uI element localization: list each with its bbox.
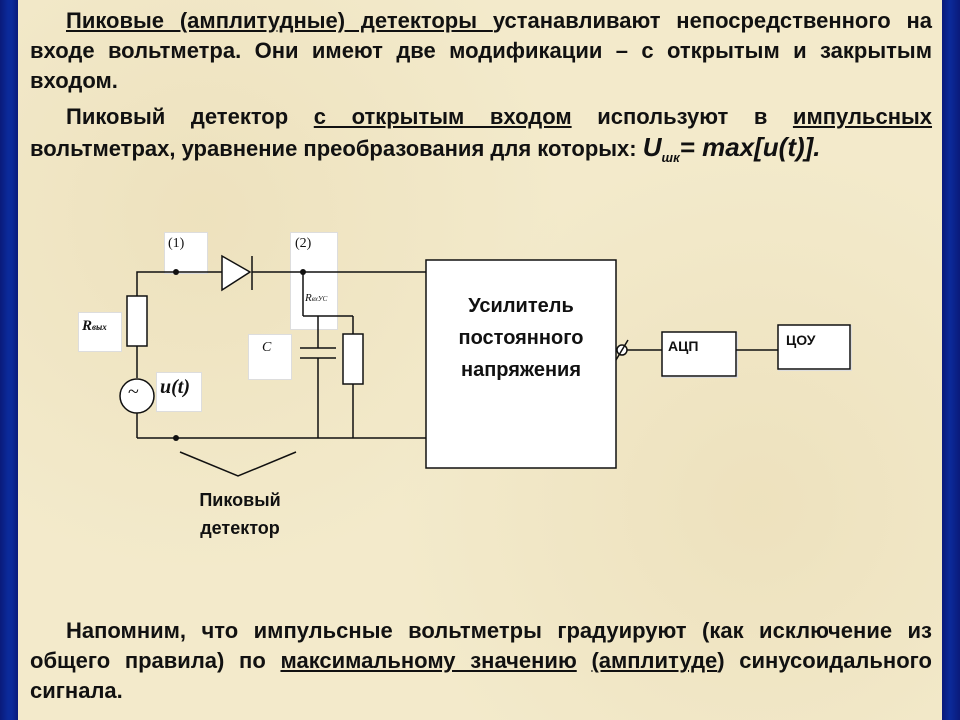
adc-label: АЦП: [668, 338, 699, 354]
paragraph-3: Напомним, что импульсные вольтметры град…: [30, 616, 932, 706]
paragraph-2-open-input: с открытым входом: [313, 104, 572, 129]
r-out-letter: R: [82, 318, 93, 334]
display-block: [777, 324, 851, 370]
formula-rest: = max[u(t)].: [679, 132, 821, 162]
paragraph-1: Пиковые (амплитудные) детекторы устанавл…: [30, 6, 932, 96]
paragraph-3-text-a: Напомним, что импульсные вольтметры град…: [30, 618, 932, 673]
adc-block: [661, 331, 737, 377]
source-label: u(t): [160, 376, 190, 399]
paragraph-3-space: [577, 648, 592, 673]
amplifier-line-2: постоянного: [458, 327, 584, 349]
paragraph-2-text-a: Пиковый детектор: [66, 104, 314, 129]
paragraph-2-text-b: используют в: [571, 104, 793, 129]
paragraph-2-text-c: вольтметрах, уравнение преобразования дл…: [30, 136, 643, 161]
paragraph-2: Пиковый детектор с открытым входом испол…: [30, 102, 932, 173]
detector-brace: [179, 451, 297, 477]
node1-dot: [173, 269, 179, 275]
detector-line-2: детектор: [200, 518, 280, 538]
r-in-label: RвхУС: [305, 292, 328, 304]
amplifier-line-1: Усилитель: [468, 295, 574, 317]
formula: Uшк= max[u(t)].: [642, 132, 821, 165]
cap-label: C: [262, 340, 272, 356]
detector-line-1: Пиковый: [199, 490, 281, 510]
r-in-resistor: [342, 333, 364, 385]
paragraph-2-pulse: импульсных: [792, 104, 933, 129]
paragraph-3-text-b: ) синусоидального сигнала.: [30, 648, 932, 703]
node2-label: (2): [295, 236, 312, 252]
formula-subscript: шк: [661, 150, 680, 165]
detector-label: Пиковый детектор: [190, 486, 290, 542]
diode-icon: [221, 254, 252, 292]
amplifier-line-3: напряжения: [461, 359, 581, 381]
tilde-icon: ~: [128, 381, 139, 403]
node-bottom-dot: [173, 435, 179, 441]
r-out-subscript: вых: [92, 322, 107, 332]
paragraph-3-max-value: максимальному значению: [280, 648, 577, 673]
r-in-letter: R: [305, 292, 312, 304]
node2-dot: [300, 269, 306, 275]
wire-top-left: [136, 271, 222, 296]
paragraph-1-text: устанавливают непосредственного на входе…: [30, 8, 932, 93]
node1-label: (1): [168, 236, 185, 252]
display-label: ЦОУ: [786, 332, 816, 348]
amplifier-block: [425, 259, 617, 469]
r-out-resistor: [126, 295, 148, 347]
paragraph-3-amplitude: (амплитуде: [591, 648, 718, 673]
paragraph-1-underlined: Пиковые (амплитудные) детекторы: [66, 8, 493, 33]
r-out-label: Rвых: [82, 318, 107, 335]
amplifier-label: Усилитель постоянного напряжения: [426, 290, 616, 386]
formula-u: U: [642, 132, 662, 162]
r-in-subscript: вхУС: [311, 295, 328, 303]
